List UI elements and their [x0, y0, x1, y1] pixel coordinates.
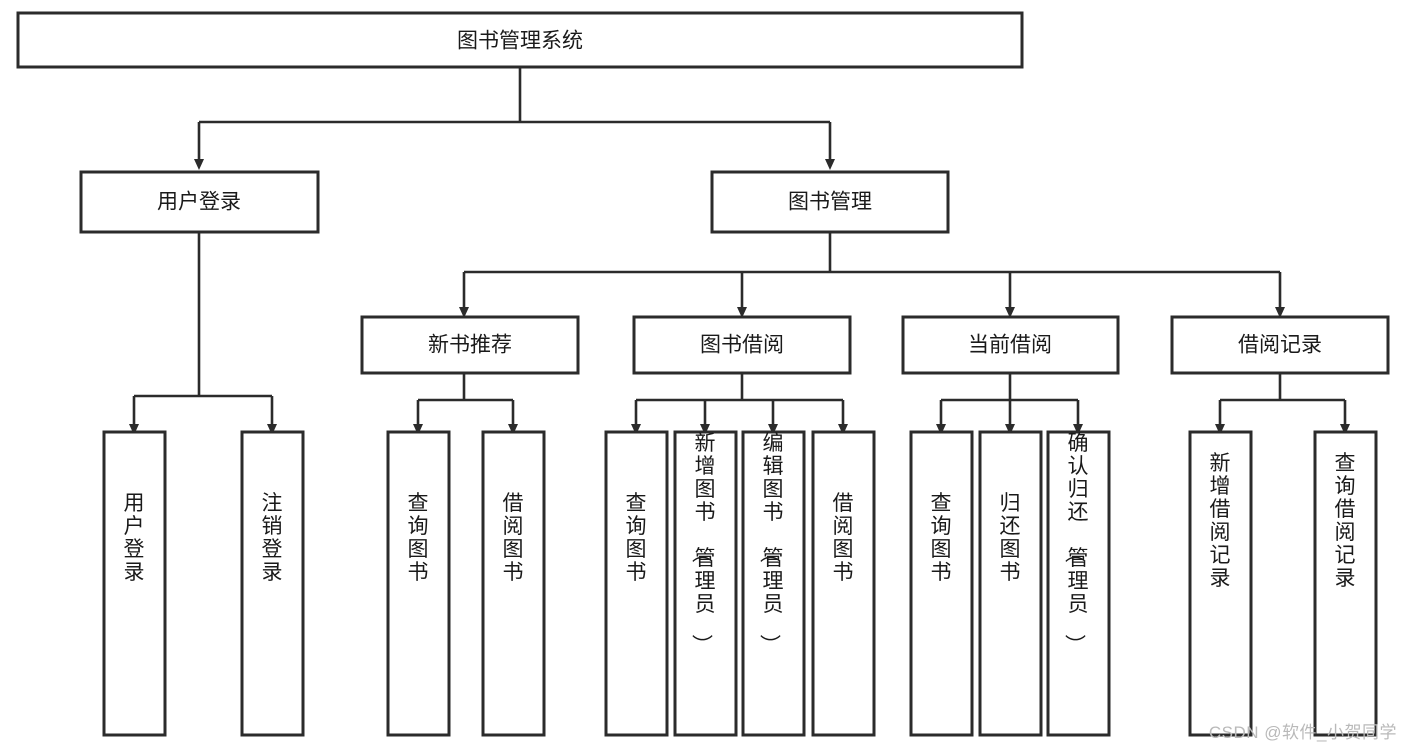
node-current-borrow[interactable]: 当前借阅: [901, 315, 1120, 375]
node-book-borrow[interactable]: 图书借阅: [632, 315, 852, 375]
connector-newbook-to-leaves: [413, 373, 518, 435]
connector-userlogin-to-leaves: [129, 232, 277, 435]
node-borrow-record-label: 借阅记录: [1238, 334, 1322, 357]
connector-root-to-level2: [194, 67, 835, 170]
leaf-new-book-query-label: 查询图书: [408, 492, 429, 584]
leaf-new-book-borrow-label: 借阅图书: [503, 492, 524, 584]
node-new-book-recommend[interactable]: 新书推荐: [360, 315, 580, 375]
leaf-book-borrow-edit-label: 编辑图书（管理员）: [758, 432, 784, 655]
leaf-user-login-logout-label: 注销登录: [262, 492, 283, 584]
leaf-book-borrow-add-label: 新增图书（管理员）: [690, 432, 716, 655]
leaf-current-borrow-query-label: 查询图书: [931, 492, 952, 584]
connector-borrowrecord-to-leaves: [1215, 373, 1350, 435]
node-root-label: 图书管理系统: [457, 30, 583, 53]
node-user-login[interactable]: 用户登录: [79, 170, 320, 234]
node-borrow-record[interactable]: 借阅记录: [1170, 315, 1390, 375]
leaf-current-borrow-return[interactable]: 归还图书: [978, 430, 1043, 737]
leaf-user-login-logout[interactable]: 注销登录: [240, 430, 305, 737]
leaf-borrow-record-add-label: 新增借阅记录: [1210, 452, 1231, 590]
node-book-borrow-label: 图书借阅: [700, 334, 784, 357]
node-book-management-label: 图书管理: [788, 191, 872, 214]
leaf-current-borrow-confirm-return-label: 确认归还（管理员）: [1063, 432, 1089, 655]
leaf-new-book-query[interactable]: 查询图书: [386, 430, 451, 737]
leaf-current-borrow-query[interactable]: 查询图书: [909, 430, 974, 737]
leaf-book-borrow-query-label: 查询图书: [626, 492, 647, 584]
leaf-book-borrow-borrow-label: 借阅图书: [833, 492, 854, 584]
node-root-book-management-system[interactable]: 图书管理系统: [16, 11, 1024, 69]
leaf-book-borrow-edit[interactable]: 编辑图书（管理员）: [741, 430, 806, 737]
leaf-book-borrow-add[interactable]: 新增图书（管理员）: [673, 430, 738, 737]
leaf-new-book-borrow[interactable]: 借阅图书: [481, 430, 546, 737]
leaf-user-login-login-label: 用户登录: [124, 492, 145, 584]
leaf-book-borrow-query[interactable]: 查询图书: [604, 430, 669, 737]
node-book-management[interactable]: 图书管理: [710, 170, 950, 234]
leaf-book-borrow-borrow[interactable]: 借阅图书: [811, 430, 876, 737]
leaf-borrow-record-query[interactable]: 查询借阅记录: [1313, 430, 1378, 737]
leaf-borrow-record-query-label: 查询借阅记录: [1335, 452, 1356, 590]
connector-bookborrow-to-leaves: [631, 373, 848, 435]
node-current-borrow-label: 当前借阅: [968, 334, 1052, 357]
leaf-borrow-record-add[interactable]: 新增借阅记录: [1188, 430, 1253, 737]
leaf-user-login-login[interactable]: 用户登录: [102, 430, 167, 737]
leaf-current-borrow-return-label: 归还图书: [1000, 492, 1021, 584]
connector-bookmgmt-to-level3: [459, 232, 1285, 318]
node-new-book-recommend-label: 新书推荐: [428, 334, 512, 357]
node-user-login-label: 用户登录: [157, 191, 241, 214]
connector-currentborrow-to-leaves: [936, 373, 1083, 435]
leaf-current-borrow-confirm-return[interactable]: 确认归还（管理员）: [1046, 430, 1111, 737]
